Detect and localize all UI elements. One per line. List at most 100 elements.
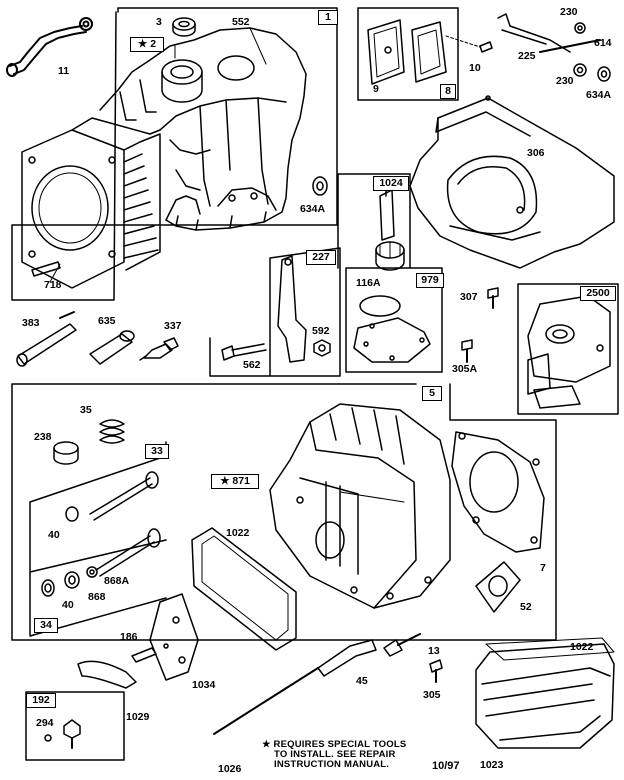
callout-238: 238 <box>34 431 52 443</box>
callout-1034: 1034 <box>192 679 216 691</box>
note-line-3: INSTRUCTION MANUAL. <box>274 759 390 770</box>
rocker-cover-1023 <box>475 643 615 749</box>
group-label-2-special-tool: ★ 2 <box>130 37 164 52</box>
callout-40-top: 40 <box>48 529 60 541</box>
valve-spring-35 <box>99 419 125 444</box>
leader-lines-group-1 <box>49 27 267 283</box>
cam-gear <box>375 185 405 271</box>
group-33-outline <box>29 441 167 573</box>
spark-plug-337 <box>139 337 179 361</box>
group-116a-outline <box>345 267 443 373</box>
oil-seal-3 <box>172 17 196 37</box>
callout-383: 383 <box>22 317 40 329</box>
bolt-562 <box>221 343 267 361</box>
date-code: 10/97 <box>432 760 460 772</box>
callout-230-top: 230 <box>560 6 578 18</box>
cylinder-block <box>21 27 307 289</box>
washer-634a-mid <box>312 176 328 196</box>
callout-868a: 868A <box>104 575 130 587</box>
callout-1022-right: 1022 <box>570 641 594 653</box>
special-tools-note: ★ REQUIRES SPECIAL TOOLS TO INSTALL. SEE… <box>262 740 406 770</box>
nut-592 <box>313 339 331 357</box>
valve-exhaust <box>95 528 161 577</box>
bolt-307 <box>487 287 499 309</box>
guide-45 <box>317 639 377 677</box>
callout-40-bottom: 40 <box>62 599 74 611</box>
rocker-arm-1029 <box>77 660 137 689</box>
callout-7: 7 <box>540 562 546 574</box>
callout-306: 306 <box>527 147 545 159</box>
governor-shaft-225 <box>497 13 601 53</box>
breather-tube-11 <box>6 17 93 77</box>
callout-305a: 305A <box>452 363 478 375</box>
cover-plate <box>353 317 431 363</box>
bolt-13 <box>383 633 421 657</box>
group-label-5: 5 <box>422 386 442 401</box>
callout-592: 592 <box>312 325 330 337</box>
cylinder-head <box>269 403 451 609</box>
callout-552: 552 <box>232 16 250 28</box>
push-rod-1026 <box>213 667 319 735</box>
callout-116a: 116A <box>356 277 381 289</box>
blower-housing-306 <box>409 95 615 269</box>
breather-1034 <box>149 593 199 681</box>
rocker-gasket-1022 <box>191 527 297 651</box>
gasket-52 <box>475 561 521 613</box>
group-label-33: 33 <box>145 444 169 459</box>
group-label-227: 227 <box>306 250 336 265</box>
callout-562: 562 <box>243 359 261 371</box>
group-label-8: 8 <box>440 84 456 99</box>
callout-871: 871 <box>232 475 250 487</box>
note-line-2: TO INSTALL. SEE REPAIR <box>274 749 396 760</box>
callout-635: 635 <box>98 315 116 327</box>
group-label-34: 34 <box>34 618 58 633</box>
group-label-2500: 2500 <box>580 286 616 301</box>
callout-1023: 1023 <box>480 759 504 771</box>
dowel-718 <box>31 261 61 277</box>
washer-230-bottom <box>573 63 587 77</box>
callout-718: 718 <box>44 279 62 291</box>
group-34-outline <box>29 571 167 637</box>
callout-868: 868 <box>88 591 106 603</box>
retainer-868 <box>64 571 80 589</box>
callout-305: 305 <box>423 689 441 701</box>
retainer-868a <box>86 566 98 578</box>
callout-307: 307 <box>460 291 478 303</box>
callout-634a-top: 634A <box>586 89 612 101</box>
note-line-1: ★ REQUIRES SPECIAL TOOLS <box>262 739 407 750</box>
callout-294: 294 <box>36 717 54 729</box>
callout-1029: 1029 <box>126 711 150 723</box>
group-1024-outline <box>337 173 411 269</box>
callout-45: 45 <box>356 675 368 687</box>
tube-635 <box>89 330 135 365</box>
governor-lever <box>277 255 307 363</box>
nut-294b <box>44 734 52 742</box>
washer-230-top <box>574 22 586 34</box>
dipstick-tube-383 <box>16 311 77 367</box>
callout-1022-left: 1022 <box>226 527 250 539</box>
callout-52: 52 <box>520 601 532 613</box>
group-2500-outline <box>517 283 619 415</box>
callout-225: 225 <box>518 50 536 62</box>
callout-230-bottom: 230 <box>556 75 574 87</box>
callout-186: 186 <box>120 631 138 643</box>
valve-intake <box>65 471 159 522</box>
group-label-192: 192 <box>26 693 56 708</box>
group-8-outline <box>357 7 459 101</box>
callout-35: 35 <box>80 404 92 416</box>
cover-gasket-1022 <box>485 637 615 661</box>
callout-1026: 1026 <box>218 763 242 775</box>
callout-634a-mid: 634A <box>300 203 326 215</box>
callout-13: 13 <box>428 645 440 657</box>
group-192-outline <box>25 691 125 761</box>
group-label-979: 979 <box>416 273 444 288</box>
callout-10: 10 <box>469 62 481 74</box>
screw-10 <box>445 35 493 53</box>
carburetor <box>527 295 611 409</box>
stud-186 <box>131 647 157 663</box>
cap-40b <box>41 579 55 597</box>
group-label-871-special-tool: ★ 871 <box>211 474 259 489</box>
head-gasket-7 <box>451 431 545 553</box>
bolt-305a <box>461 339 473 363</box>
o-ring-116a <box>359 295 401 317</box>
